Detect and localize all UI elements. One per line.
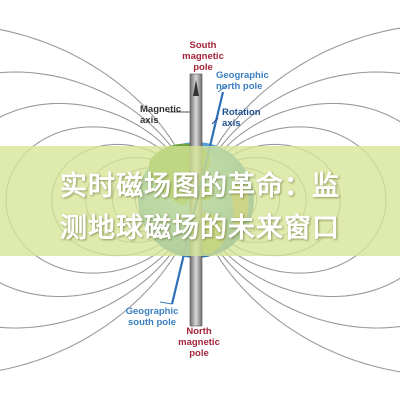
field-line bbox=[0, 29, 197, 371]
geographic-south-pole-label: Geographic south pole bbox=[125, 306, 179, 328]
field-line bbox=[0, 71, 197, 329]
headline-line-2: 测地球磁场的未来窗口 bbox=[60, 213, 340, 244]
north-magnetic-pole-label: North magnetic pole bbox=[178, 326, 220, 359]
geographic-north-pointer bbox=[217, 85, 227, 93]
geographic-south-pointer bbox=[159, 301, 173, 305]
magnet-south-arrow bbox=[193, 80, 199, 96]
headline-line-1: 实时磁场图的革命：监 bbox=[60, 171, 340, 202]
south-magnetic-pole-label: South magnetic pole bbox=[182, 40, 224, 73]
headline-banner bbox=[0, 146, 400, 256]
field-line bbox=[0, 102, 197, 298]
field-line bbox=[195, 27, 400, 373]
rotation-axis-label: Rotation axis bbox=[222, 107, 261, 129]
geographic-north-pole-label: Geographic north pole bbox=[216, 70, 269, 92]
field-line bbox=[195, 102, 400, 298]
rotation-axis-pointer bbox=[211, 117, 219, 125]
magnetic-axis-label: Magnetic axis bbox=[140, 104, 182, 126]
field-line bbox=[195, 71, 400, 329]
